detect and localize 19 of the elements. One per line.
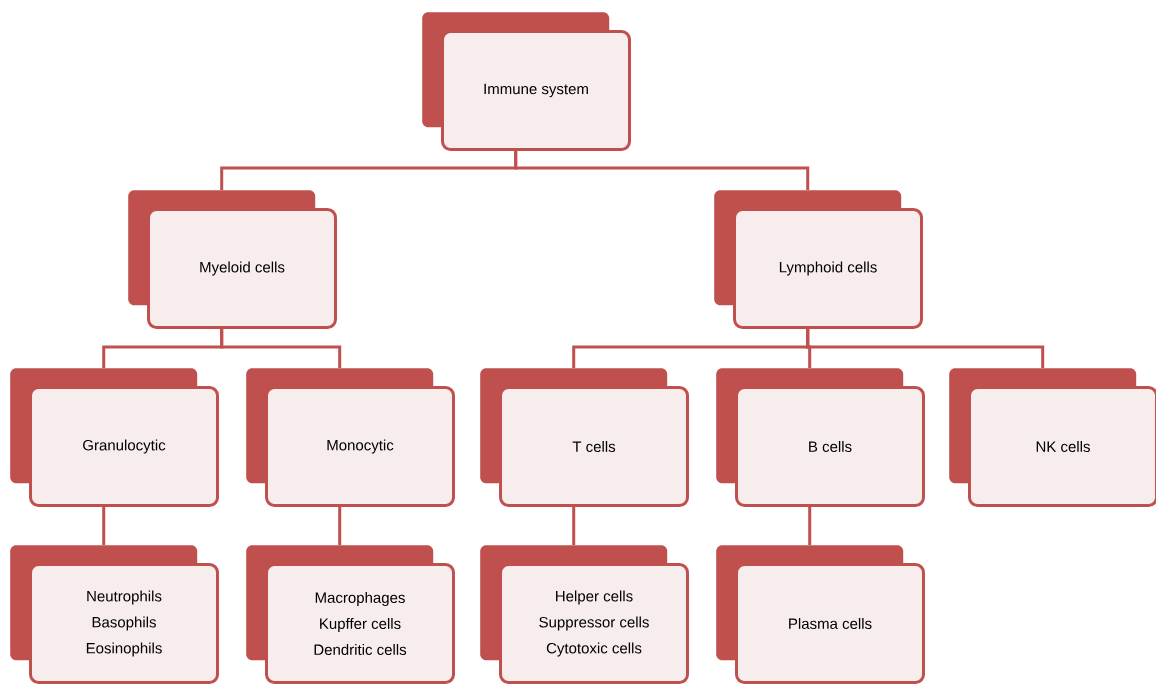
process-box: T cells bbox=[480, 368, 689, 507]
connector bbox=[338, 507, 342, 545]
connector bbox=[102, 507, 106, 545]
connector bbox=[220, 329, 342, 368]
process-box: Plasma cells bbox=[716, 545, 925, 684]
process-box: Immune system bbox=[422, 12, 631, 151]
connector bbox=[808, 507, 812, 545]
connector bbox=[572, 507, 576, 545]
process-box: Myeloid cells bbox=[128, 190, 337, 329]
process-box: B cells bbox=[716, 368, 925, 507]
process-box: Granulocytic bbox=[10, 368, 219, 507]
process-box: Neutrophils Basophils Eosinophils bbox=[10, 545, 219, 684]
process-box: Macrophages Kupffer cells Dendritic cells bbox=[246, 545, 455, 684]
process-box: Monocytic bbox=[246, 368, 455, 507]
connector bbox=[514, 151, 810, 190]
process-box: Lymphoid cells bbox=[714, 190, 923, 329]
connector bbox=[806, 329, 1045, 368]
process-box: Helper cells Suppressor cells Cytotoxic cells bbox=[480, 545, 689, 684]
process-box: NK cells bbox=[949, 368, 1156, 507]
